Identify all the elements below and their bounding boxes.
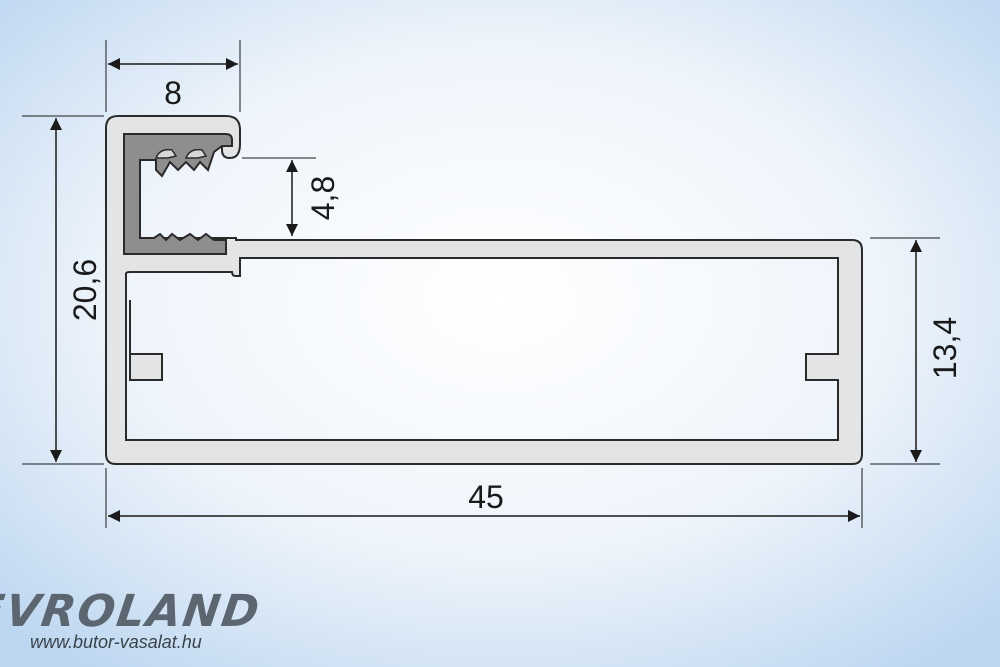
dim-label-top-width: 8: [164, 75, 182, 111]
aluminium-profile: [105, 115, 863, 465]
dim-label-slot-height: 4,8: [305, 176, 341, 220]
brand-url: www.butor-vasalat.hu: [30, 632, 202, 652]
seal-insert: [123, 133, 233, 255]
dim-label-total-height: 20,6: [67, 259, 103, 321]
seal-hooks: [154, 148, 208, 159]
brand-logo: SEVROLAND: [0, 586, 264, 637]
dim-label-right-height: 13,4: [927, 317, 963, 379]
dim-label-total-length: 45: [468, 479, 504, 515]
